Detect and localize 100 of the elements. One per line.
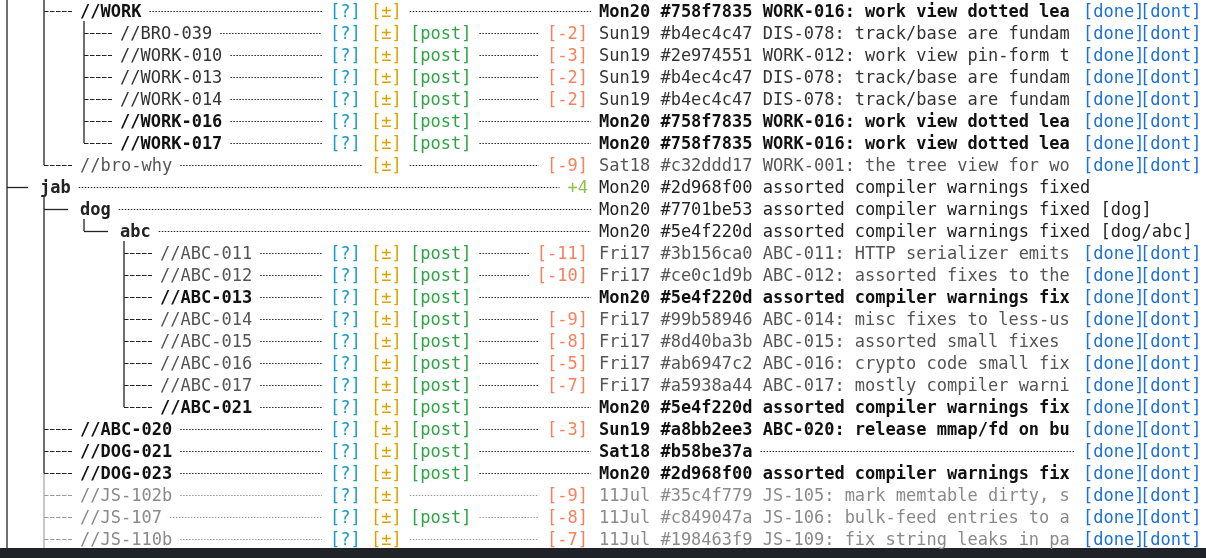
query-tag: [?]	[330, 331, 361, 351]
query-tag: [?]	[330, 89, 361, 109]
query-tag: [?]	[330, 529, 361, 549]
behind-count: [-8]	[547, 331, 588, 351]
behind-count: [-3]	[547, 419, 588, 439]
query-tag: [?]	[330, 419, 361, 439]
diff-tag: [±]	[371, 67, 402, 87]
query-tag: [?]	[330, 353, 361, 373]
diff-tag: [±]	[371, 441, 402, 461]
commit-summary: Fri17 #99b58946 ABC-014: misc fixes to less-us	[599, 309, 1070, 329]
behind-count: [-2]	[547, 23, 588, 43]
query-tag: [?]	[330, 67, 361, 87]
item-name: //bro-why	[80, 155, 173, 175]
commit-summary: Mon20 #7701be53 assorted compiler warnings fixed [dog]	[599, 199, 1152, 219]
query-tag: [?]	[330, 111, 361, 131]
item-name: //DOG-023	[80, 463, 173, 483]
behind-count: [-7]	[547, 375, 588, 395]
commit-summary: Sat18 #c32ddd17 WORK-001: the tree view for wo	[599, 155, 1070, 175]
commit-summary: Fri17 #ab6947c2 ABC-016: crypto code small fix	[599, 353, 1070, 373]
diff-tag: [±]	[371, 485, 402, 505]
commit-summary: 11Jul #35c4f779 JS-105: mark memtable dirty, s	[599, 485, 1070, 505]
diff-tag: [±]	[371, 507, 402, 527]
post-tag: [post]	[410, 419, 472, 439]
item-name: //ABC-020	[80, 419, 173, 439]
behind-count: [-7]	[547, 529, 588, 549]
item-name: //WORK-010	[120, 45, 223, 65]
diff-tag: [±]	[371, 89, 402, 109]
behind-count: [-2]	[547, 67, 588, 87]
commit-summary: Fri17 #ce0c1d9b ABC-012: assorted fixes to the	[599, 265, 1070, 285]
item-name: //WORK-014	[120, 89, 223, 109]
post-tag: [post]	[410, 67, 472, 87]
post-tag: [post]	[410, 89, 472, 109]
item-name: //BRO-039	[120, 23, 213, 43]
behind-count: [-9]	[547, 309, 588, 329]
item-name: //ABC-017	[160, 375, 253, 395]
commit-summary: Mon20 #2d968f00 assorted compiler warnings fixed	[599, 177, 1091, 197]
diff-tag: [±]	[371, 309, 402, 329]
commit-summary: Sun19 #b4ec4c47 DIS-078: track/base are fundam	[599, 23, 1070, 43]
query-tag: [?]	[330, 23, 361, 43]
query-tag: [?]	[330, 1, 361, 21]
diff-tag: [±]	[371, 397, 402, 417]
item-name: abc	[120, 221, 151, 241]
post-tag: [post]	[410, 243, 472, 263]
item-name: jab	[40, 177, 71, 197]
item-name: //ABC-013	[160, 287, 253, 307]
item-name: //WORK-013	[120, 67, 223, 87]
behind-count: [-3]	[547, 45, 588, 65]
item-name: //JS-107	[80, 507, 162, 527]
item-name: //WORK-017	[120, 133, 223, 153]
query-tag: [?]	[330, 287, 361, 307]
commit-summary: Mon20 #758f7835 WORK-016: work view dotted lea	[599, 1, 1070, 21]
commit-summary: Sun19 #b4ec4c47 DIS-078: track/base are fundam	[599, 67, 1070, 87]
commit-summary: Mon20 #758f7835 WORK-016: work view dotted lea	[599, 111, 1070, 131]
post-tag: [post]	[410, 331, 472, 351]
diff-tag: [±]	[371, 1, 402, 21]
commit-summary: Sun19 #2e974551 WORK-012: work view pin-form t	[599, 45, 1070, 65]
post-tag: [post]	[410, 45, 472, 65]
commit-summary: Mon20 #758f7835 WORK-016: work view dotted lea	[599, 133, 1070, 153]
post-tag: [post]	[410, 353, 472, 373]
item-name: //ABC-016	[160, 353, 253, 373]
query-tag: [?]	[330, 463, 361, 483]
item-name: //DOG-021	[80, 441, 173, 461]
diff-tag: [±]	[371, 463, 402, 483]
behind-count: [-9]	[547, 155, 588, 175]
post-tag: [post]	[410, 375, 472, 395]
query-tag: [?]	[330, 441, 361, 461]
diff-tag: [±]	[371, 111, 402, 131]
item-name: //JS-102b	[80, 485, 173, 505]
behind-count: [-10]	[536, 265, 588, 285]
query-tag: [?]	[330, 309, 361, 329]
post-tag: [post]	[410, 265, 472, 285]
diff-tag: [±]	[371, 287, 402, 307]
behind-count: [-11]	[536, 243, 588, 263]
post-tag: [post]	[410, 287, 472, 307]
query-tag: [?]	[330, 485, 361, 505]
post-tag: [post]	[410, 23, 472, 43]
commit-summary: 11Jul #198463f9 JS-109: fix string leaks in pa	[599, 529, 1070, 549]
commit-summary: Mon20 #5e4f220d assorted compiler warnings fix	[599, 397, 1070, 417]
post-tag: [post]	[410, 133, 472, 153]
commit-summary: Fri17 #a5938a44 ABC-017: mostly compiler warni	[599, 375, 1070, 395]
post-tag: [post]	[410, 441, 472, 461]
item-name: //WORK-016	[120, 111, 223, 131]
query-tag: [?]	[330, 375, 361, 395]
commit-summary: Fri17 #3b156ca0 ABC-011: HTTP serializer emits	[599, 243, 1070, 263]
behind-count: [-5]	[547, 353, 588, 373]
diff-tag: [±]	[371, 331, 402, 351]
query-tag: [?]	[330, 397, 361, 417]
diff-tag: [±]	[371, 353, 402, 373]
commit-summary: Sun19 #b4ec4c47 DIS-078: track/base are fundam	[599, 89, 1070, 109]
diff-tag: [±]	[371, 45, 402, 65]
post-tag: [post]	[410, 463, 472, 483]
post-tag: [post]	[410, 309, 472, 329]
behind-count: [-2]	[547, 89, 588, 109]
behind-count: [-8]	[547, 507, 588, 527]
item-name: //ABC-011	[160, 243, 253, 263]
item-name: //JS-110b	[80, 529, 173, 549]
post-tag: [post]	[410, 397, 472, 417]
query-tag: [?]	[330, 45, 361, 65]
commit-summary: Sat18 #b58be37a	[599, 441, 753, 461]
item-name: //ABC-015	[160, 331, 253, 351]
